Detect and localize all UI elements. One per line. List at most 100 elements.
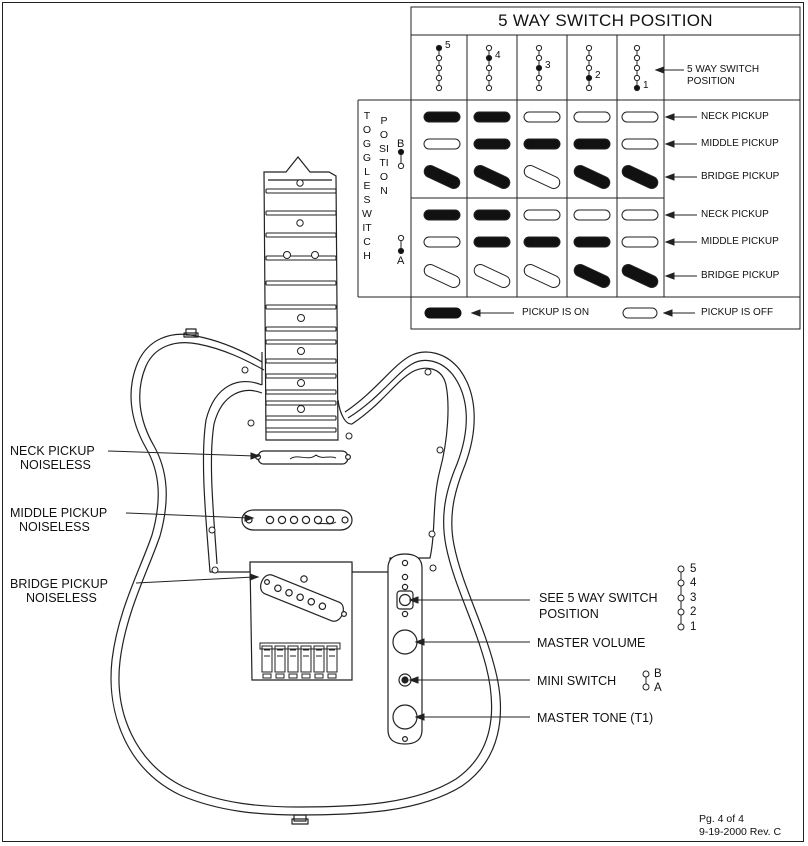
switch-icon-3 bbox=[535, 44, 543, 92]
pickup-state-a-1-1 bbox=[473, 236, 511, 248]
switch-icon-1 bbox=[633, 44, 641, 92]
pickup-state-b-1-0 bbox=[423, 138, 461, 150]
toggle-a-icon bbox=[397, 234, 405, 255]
pickup-state-a-2-2 bbox=[523, 264, 561, 288]
row-label-a-2: BRIDGE PICKUP bbox=[701, 270, 780, 281]
neck-pickup-callout-line1: NECK PICKUP bbox=[10, 444, 95, 458]
toggle-position-label: POSITION bbox=[379, 115, 389, 197]
neck-pickup-callout-line2: NOISELESS bbox=[20, 458, 91, 472]
fret-9 bbox=[265, 358, 337, 364]
switch-table-grid bbox=[357, 6, 801, 330]
pickup-state-a-2-0 bbox=[423, 264, 461, 288]
pickup-state-b-2-3 bbox=[573, 165, 611, 189]
saddle-6 bbox=[326, 645, 338, 679]
pickup-state-a-1-0 bbox=[423, 236, 461, 248]
fret-14 bbox=[265, 427, 337, 433]
legend-off-pill bbox=[622, 307, 658, 319]
pickup-state-b-0-3 bbox=[573, 111, 611, 123]
guitar-body bbox=[110, 328, 501, 825]
pickup-state-a-2-3 bbox=[573, 264, 611, 288]
header-label-line2: POSITION bbox=[687, 76, 735, 87]
switch-icon-2 bbox=[585, 44, 593, 92]
table-title: 5 WAY SWITCH POSITION bbox=[498, 11, 713, 30]
toggle-a-label: A bbox=[397, 255, 405, 267]
pickup-state-a-0-1 bbox=[473, 209, 511, 221]
pickup-state-b-1-3 bbox=[573, 138, 611, 150]
row-label-a-0: NECK PICKUP bbox=[701, 209, 769, 220]
pickup-state-b-1-1 bbox=[473, 138, 511, 150]
bridge-pickup-callout-line1: BRIDGE PICKUP bbox=[10, 577, 108, 591]
switch-position-icons bbox=[435, 44, 641, 92]
saddle-2 bbox=[274, 645, 286, 679]
pickup-state-b-2-1 bbox=[473, 165, 511, 189]
switch-side-number-4: 4 bbox=[690, 577, 697, 589]
pickup-state-b-0-1 bbox=[473, 111, 511, 123]
master-tone-label: MASTER TONE (T1) bbox=[537, 711, 654, 725]
fret-4 bbox=[265, 255, 337, 261]
switch-callout-line1: SEE 5 WAY SWITCH bbox=[539, 591, 658, 605]
pickup-state-a-2-1 bbox=[473, 264, 511, 288]
pickup-state-a-1-2 bbox=[523, 236, 561, 248]
switch-side-number-5: 5 bbox=[690, 563, 697, 575]
pickup-state-b-1-4 bbox=[621, 138, 659, 150]
fret-5 bbox=[265, 280, 337, 286]
saddle-rail bbox=[259, 642, 341, 650]
table-arrows bbox=[654, 66, 697, 280]
pickguard-screws bbox=[208, 366, 444, 574]
control-plate bbox=[387, 553, 423, 745]
legend-on-label: PICKUP IS ON bbox=[522, 307, 590, 318]
pickup-state-a-1-4 bbox=[621, 236, 659, 248]
neck-pickup bbox=[255, 450, 352, 465]
pickup-state-b-1-2 bbox=[523, 138, 561, 150]
middle-pickup-callout-line1: MIDDLE PICKUP bbox=[10, 506, 108, 520]
master-volume-label: MASTER VOLUME bbox=[537, 636, 646, 650]
switch-icon-number-5: 5 bbox=[445, 40, 451, 51]
guitar-neck bbox=[263, 156, 339, 441]
mini-switch-a-label: A bbox=[654, 682, 662, 694]
legend-off-label: PICKUP IS OFF bbox=[701, 307, 774, 318]
pickup-state-b-0-4 bbox=[621, 111, 659, 123]
fret-8 bbox=[265, 339, 337, 345]
saddle-4 bbox=[300, 645, 312, 679]
footer-page: Pg. 4 of 4 bbox=[699, 813, 744, 825]
row-label-a-1: MIDDLE PICKUP bbox=[701, 236, 779, 247]
fret-7 bbox=[265, 326, 337, 332]
fret-1 bbox=[265, 188, 337, 194]
pickup-state-grid bbox=[423, 111, 659, 288]
pickup-state-b-0-0 bbox=[423, 111, 461, 123]
pickup-state-b-2-2 bbox=[523, 165, 561, 189]
fret-13 bbox=[265, 415, 337, 421]
saddle-1 bbox=[261, 645, 273, 679]
switch-icon-5 bbox=[435, 44, 443, 92]
fret-6 bbox=[265, 304, 337, 310]
middle-pickup bbox=[241, 509, 353, 531]
pickup-state-b-2-0 bbox=[423, 165, 461, 189]
legend-arrows bbox=[470, 309, 695, 317]
bridge-saddles bbox=[259, 642, 341, 679]
fret-3 bbox=[265, 232, 337, 238]
switch-icon-number-3: 3 bbox=[545, 60, 551, 71]
saddle-5 bbox=[313, 645, 325, 679]
neck-frets bbox=[265, 188, 337, 433]
fret-markers bbox=[283, 179, 319, 413]
pickup-state-a-0-2 bbox=[523, 209, 561, 221]
fret-12 bbox=[265, 400, 337, 406]
row-label-b-2: BRIDGE PICKUP bbox=[701, 171, 780, 182]
row-label-b-0: NECK PICKUP bbox=[701, 111, 769, 122]
mini-switch-side-icon bbox=[642, 670, 650, 691]
pickup-state-a-0-4 bbox=[621, 209, 659, 221]
switch-icon-number-2: 2 bbox=[595, 70, 601, 81]
footer-date-rev: 9-19-2000 Rev. C bbox=[699, 826, 782, 838]
saddle-3 bbox=[287, 645, 299, 679]
toggle-switch-label: TOGGLESWITCH bbox=[362, 110, 372, 262]
pickup-state-a-1-3 bbox=[573, 236, 611, 248]
switch-callout-line2: POSITION bbox=[539, 607, 599, 621]
switch-side-number-1: 1 bbox=[690, 621, 697, 633]
pickup-state-b-0-2 bbox=[523, 111, 561, 123]
pickup-state-a-2-4 bbox=[621, 264, 659, 288]
pickup-state-a-0-3 bbox=[573, 209, 611, 221]
fret-11 bbox=[265, 389, 337, 395]
mini-switch-b-label: B bbox=[654, 668, 662, 680]
